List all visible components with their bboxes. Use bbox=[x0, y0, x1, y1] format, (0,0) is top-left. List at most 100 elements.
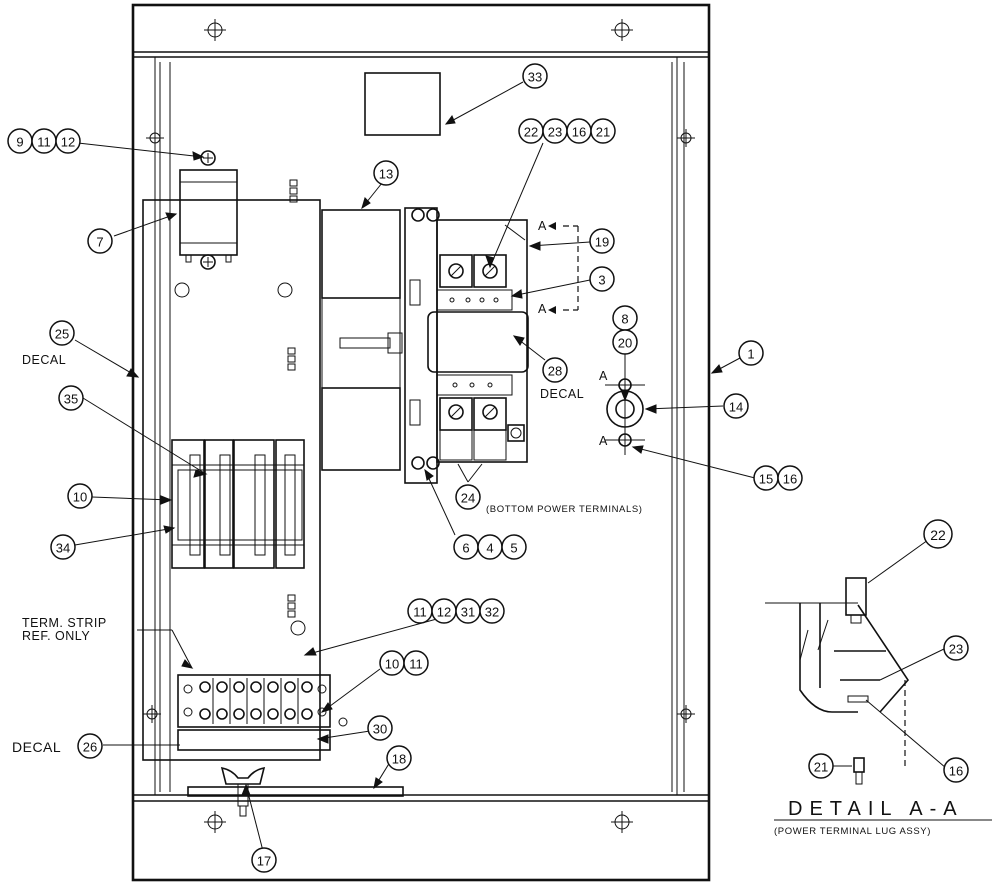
balloon-1-text: 1 bbox=[747, 347, 754, 362]
balloon-7: 7 bbox=[87, 228, 113, 254]
decal-26-label: DECAL bbox=[12, 739, 61, 755]
balloon-21: 21 bbox=[590, 118, 616, 144]
balloon-11b: 11 bbox=[407, 598, 433, 624]
section-a-grommet-top-label: A bbox=[599, 369, 608, 383]
balloon-24: 24 bbox=[455, 484, 481, 510]
callout-balloons: 33 9 11 12 22 23 16 21 13 7 19 3 8 20 28… bbox=[7, 63, 803, 873]
leader-lines bbox=[74, 81, 756, 852]
balloon-21-text: 21 bbox=[596, 125, 610, 140]
detail-balloon-23: 23 bbox=[943, 635, 969, 661]
section-a-top-label: A bbox=[538, 219, 547, 233]
balloon-12b-text: 12 bbox=[437, 605, 451, 620]
balloon-18-text: 18 bbox=[392, 752, 406, 767]
balloon-1: 1 bbox=[738, 340, 764, 366]
balloon-10b-text: 10 bbox=[385, 657, 399, 672]
balloon-4: 4 bbox=[477, 534, 503, 560]
detail-subtitle: (POWER TERMINAL LUG ASSY) bbox=[774, 826, 931, 837]
balloon-11c-text: 11 bbox=[409, 657, 423, 672]
balloon-16: 16 bbox=[566, 118, 592, 144]
balloon-26-text: 26 bbox=[83, 740, 97, 755]
section-a-grommet-bottom-label: A bbox=[599, 434, 608, 448]
balloon-11-text: 11 bbox=[37, 135, 51, 150]
balloon-23-text: 23 bbox=[548, 125, 562, 140]
line-filter bbox=[179, 150, 238, 270]
detail-balloon-23-text: 23 bbox=[949, 642, 963, 657]
balloon-31: 31 bbox=[455, 598, 481, 624]
balloon-25-text: 25 bbox=[55, 327, 69, 342]
balloon-20-text: 20 bbox=[618, 336, 632, 351]
balloon-8: 8 bbox=[612, 305, 638, 331]
balloon-34-text: 34 bbox=[56, 541, 70, 556]
section-a-bottom-label: A bbox=[538, 302, 547, 316]
balloon-7-text: 7 bbox=[96, 235, 103, 250]
balloon-12-text: 12 bbox=[61, 135, 75, 150]
balloon-10-text: 10 bbox=[73, 490, 87, 505]
balloon-13: 13 bbox=[373, 160, 399, 186]
bottom-power-terminals-label: (BOTTOM POWER TERMINALS) bbox=[486, 504, 643, 515]
balloon-25: 25 bbox=[49, 320, 75, 346]
balloon-15-text: 15 bbox=[759, 472, 773, 487]
balloon-13-text: 13 bbox=[379, 167, 393, 182]
balloon-33: 33 bbox=[522, 63, 548, 89]
detail-balloon-16-text: 16 bbox=[949, 764, 963, 779]
detail-balloon-22-text: 22 bbox=[930, 527, 946, 543]
detail-leader-lines bbox=[833, 539, 947, 769]
balloon-12b: 12 bbox=[431, 598, 457, 624]
balloon-20: 20 bbox=[612, 329, 638, 355]
balloon-34: 34 bbox=[50, 534, 76, 560]
detail-balloon-16: 16 bbox=[943, 757, 969, 783]
balloon-35: 35 bbox=[58, 385, 84, 411]
balloon-3-text: 3 bbox=[598, 273, 605, 288]
balloon-17-text: 17 bbox=[257, 854, 271, 869]
balloon-5: 5 bbox=[501, 534, 527, 560]
backplate-features bbox=[174, 179, 348, 727]
balloon-10b: 10 bbox=[379, 650, 405, 676]
balloon-9-text: 9 bbox=[16, 135, 23, 150]
detail-balloons: 22 23 21 16 bbox=[808, 519, 969, 783]
balloon-35-text: 35 bbox=[64, 392, 78, 407]
balloon-17: 17 bbox=[251, 847, 277, 873]
mounting-holes bbox=[143, 19, 695, 833]
balloon-22: 22 bbox=[518, 118, 544, 144]
balloon-18: 18 bbox=[386, 745, 412, 771]
section-marker-a-contactor bbox=[548, 222, 579, 314]
balloon-23: 23 bbox=[542, 118, 568, 144]
balloon-28-text: 28 bbox=[548, 364, 562, 379]
balloon-15: 15 bbox=[753, 465, 779, 491]
balloon-22-text: 22 bbox=[524, 125, 538, 140]
balloon-11c: 11 bbox=[403, 650, 429, 676]
balloon-6-text: 6 bbox=[462, 541, 469, 556]
decal-28-label: DECAL bbox=[540, 387, 584, 401]
balloon-6: 6 bbox=[453, 534, 479, 560]
balloon-9: 9 bbox=[7, 128, 33, 154]
detail-balloon-22: 22 bbox=[923, 519, 953, 549]
decal-25-label: DECAL bbox=[22, 353, 66, 367]
terminal-strip bbox=[177, 674, 331, 751]
balloon-14: 14 bbox=[723, 393, 749, 419]
balloon-5-text: 5 bbox=[510, 541, 517, 556]
balloon-4-text: 4 bbox=[486, 541, 493, 556]
detail-balloon-21: 21 bbox=[808, 753, 834, 779]
balloon-16b: 16 bbox=[777, 465, 803, 491]
balloon-16b-text: 16 bbox=[783, 472, 797, 487]
balloon-10: 10 bbox=[67, 483, 93, 509]
enclosure-outline bbox=[131, 3, 711, 882]
balloon-19: 19 bbox=[589, 228, 615, 254]
balloon-32: 32 bbox=[479, 598, 505, 624]
balloon-26: 26 bbox=[77, 733, 103, 759]
balloon-28: 28 bbox=[542, 357, 568, 383]
balloon-11: 11 bbox=[31, 128, 57, 154]
fuse-block-assembly bbox=[171, 439, 305, 569]
balloon-8-text: 8 bbox=[621, 312, 628, 327]
detail-a-a bbox=[765, 577, 910, 785]
balloon-32-text: 32 bbox=[485, 605, 499, 620]
balloon-31-text: 31 bbox=[461, 605, 475, 620]
balloon-19-text: 19 bbox=[595, 235, 609, 250]
contactor-assembly bbox=[321, 207, 529, 484]
detail-balloon-21-text: 21 bbox=[814, 760, 828, 775]
balloon-30: 30 bbox=[367, 715, 393, 741]
balloon-24-text: 24 bbox=[461, 491, 475, 506]
balloon-12: 12 bbox=[55, 128, 81, 154]
balloon-3: 3 bbox=[589, 266, 615, 292]
